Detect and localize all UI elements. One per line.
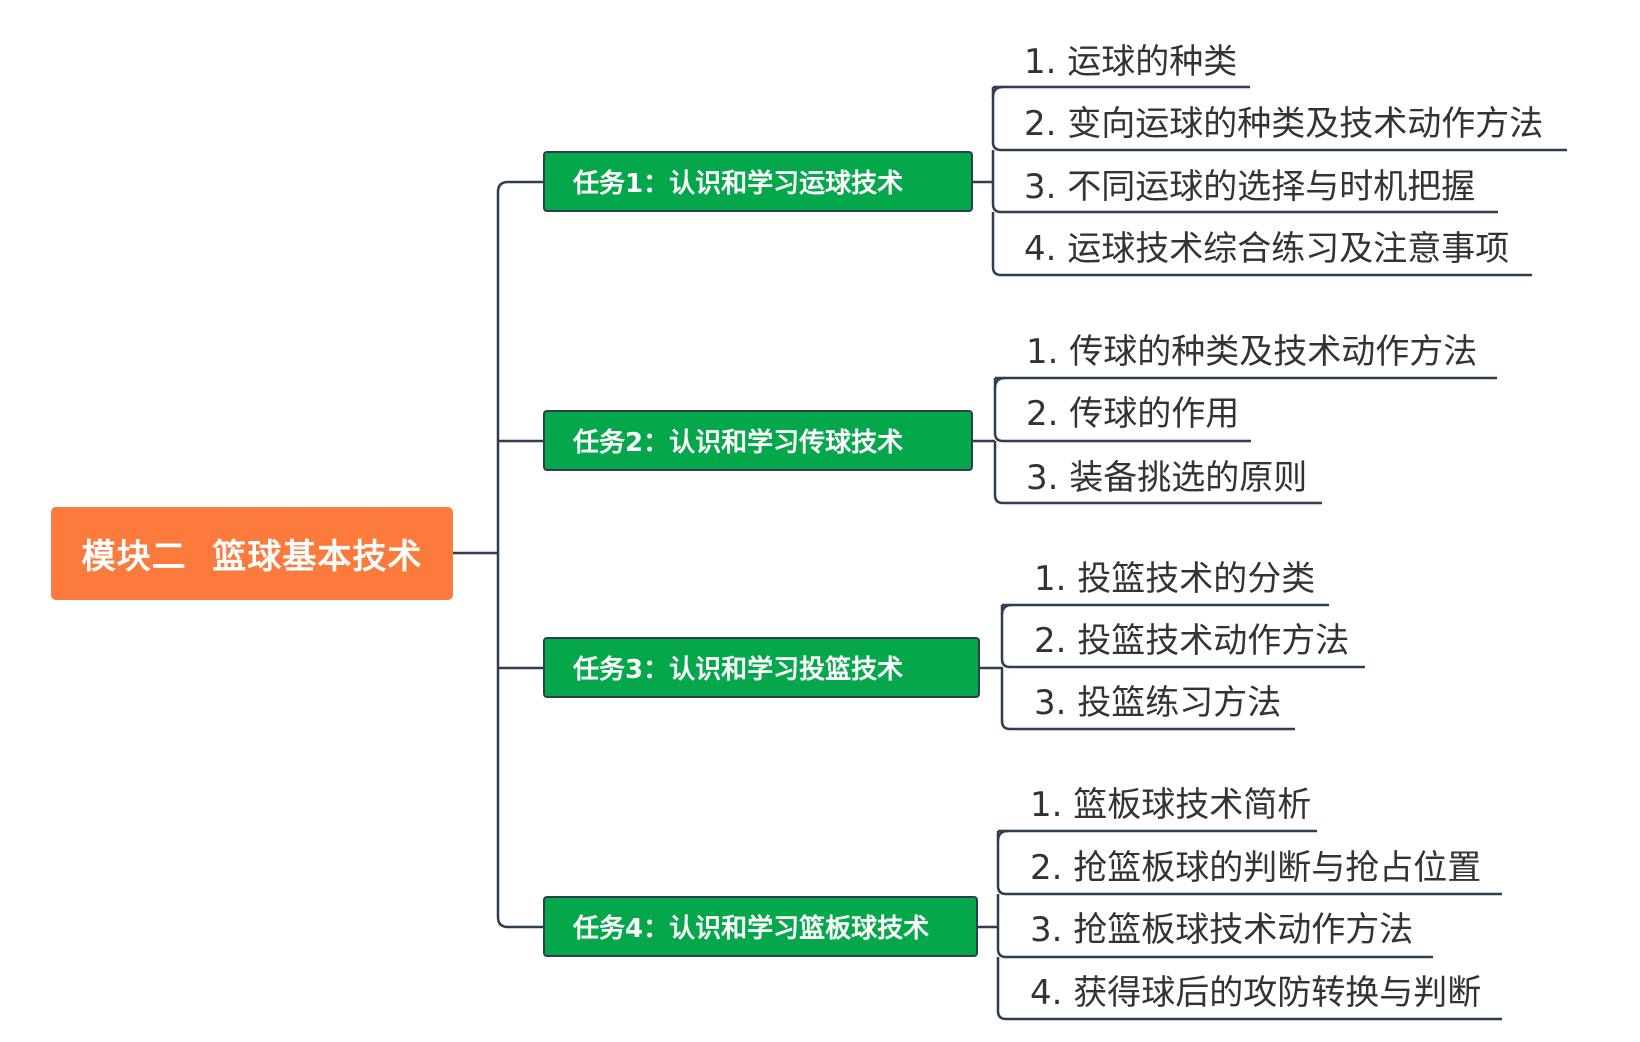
topic-item[interactable]: 2. 传球的作用 <box>1026 394 1240 434</box>
leaf-underline <box>1000 667 1295 731</box>
leaf-underline <box>993 378 1251 443</box>
leaf-underline <box>996 957 1502 1021</box>
topic-item[interactable]: 4. 获得球后的攻防转换与判断 <box>1030 973 1482 1013</box>
topic-item[interactable]: 1. 传球的种类及技术动作方法 <box>1026 332 1478 372</box>
leaf-underline <box>996 894 1433 959</box>
leaf-bracket-corner <box>996 829 1009 842</box>
leaf-bracket-corner <box>993 376 1006 389</box>
leaf-underline <box>993 441 1322 505</box>
topic-item[interactable]: 4. 运球技术综合练习及注意事项 <box>1024 229 1510 269</box>
root-node[interactable]: 模块二 篮球基本技术 <box>51 507 453 600</box>
leaf-bracket-corner <box>991 85 1004 98</box>
task-node-4[interactable]: 任务4：认识和学习篮板球技术 <box>543 896 978 957</box>
topic-item[interactable]: 3. 投篮练习方法 <box>1034 683 1282 723</box>
topic-item[interactable]: 1. 篮板球技术简析 <box>1030 785 1312 825</box>
topic-item[interactable]: 1. 投篮技术的分类 <box>1034 559 1316 599</box>
topic-item[interactable]: 3. 不同运球的选择与时机把握 <box>1024 167 1476 207</box>
leaf-underline <box>1000 605 1365 669</box>
leaf-bracket-corner <box>1000 603 1013 616</box>
leaf-underline <box>991 87 1567 152</box>
topic-item[interactable]: 1. 运球的种类 <box>1024 42 1238 82</box>
topic-item[interactable]: 2. 抢篮板球的判断与抢占位置 <box>1030 848 1482 888</box>
task-node-3[interactable]: 任务3：认识和学习投篮技术 <box>543 637 980 698</box>
leaf-underline <box>991 212 1532 277</box>
leaf-underline <box>991 150 1498 214</box>
leaf-underline <box>996 831 1502 896</box>
task-node-2[interactable]: 任务2：认识和学习传球技术 <box>543 410 973 471</box>
topic-item[interactable]: 3. 装备挑选的原则 <box>1026 458 1308 498</box>
topic-item[interactable]: 2. 投篮技术动作方法 <box>1034 621 1350 661</box>
trunk-connector <box>496 180 543 929</box>
topic-item[interactable]: 2. 变向运球的种类及技术动作方法 <box>1024 104 1544 144</box>
topic-item[interactable]: 3. 抢篮板球技术动作方法 <box>1030 910 1414 950</box>
task-node-1[interactable]: 任务1：认识和学习运球技术 <box>543 151 973 212</box>
